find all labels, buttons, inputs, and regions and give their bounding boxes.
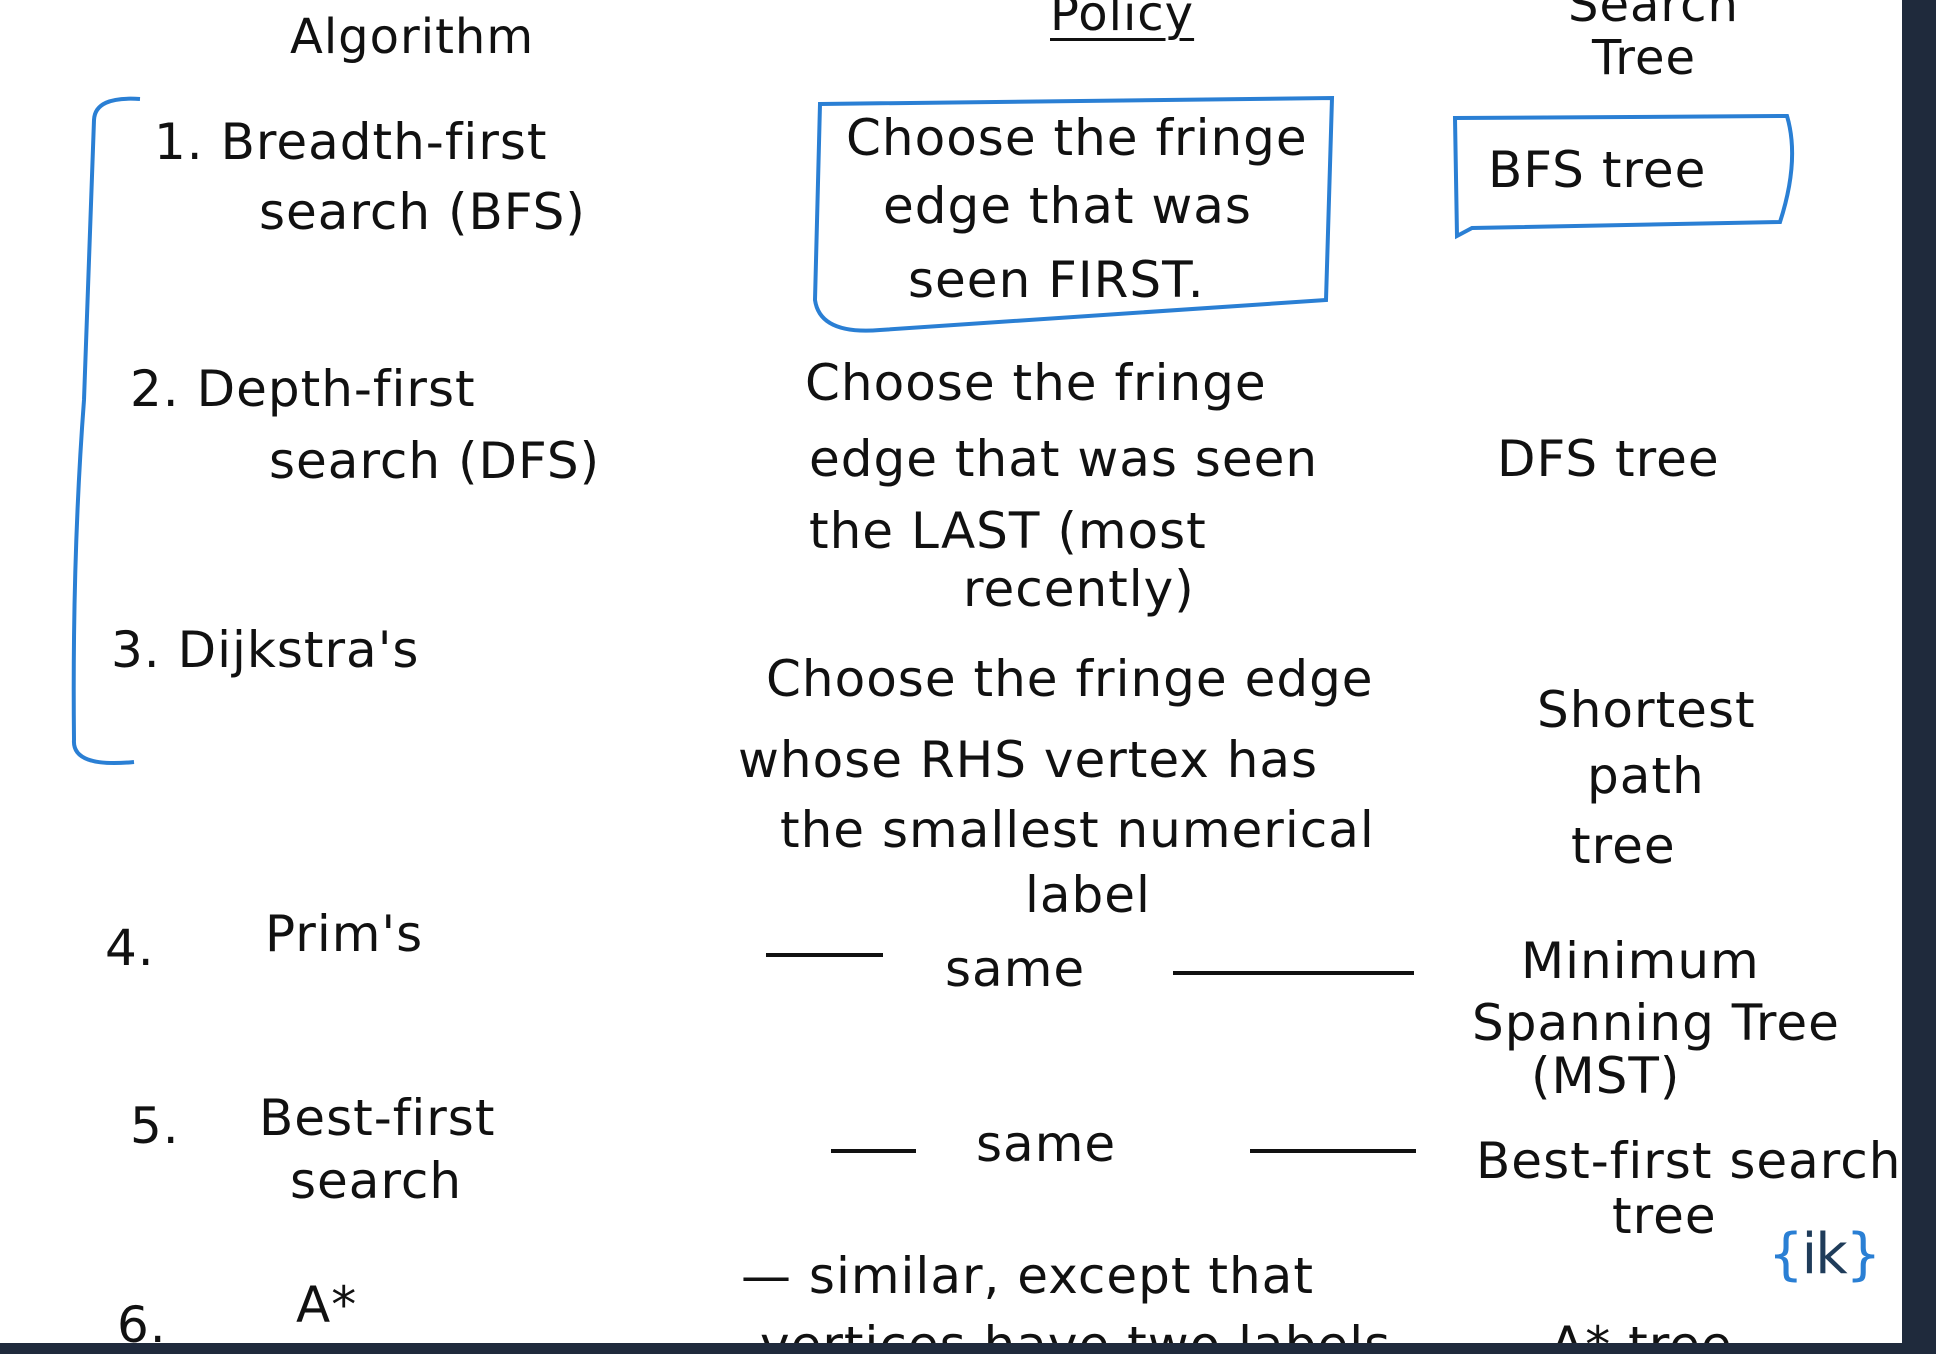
policy-dfs-line1: Choose the fringe — [805, 354, 1267, 412]
policy-bfs-line3: seen FIRST. — [908, 251, 1205, 309]
policy-bfs-line1: Choose the fringe — [846, 109, 1308, 167]
policy-dijkstra-line1: Choose the fringe edge — [766, 650, 1374, 708]
tree-prim-line1: Minimum — [1521, 932, 1760, 990]
policy-dijkstra-line2: whose RHS vertex has — [738, 731, 1319, 789]
header-tree: Tree — [1592, 30, 1697, 86]
policy-dfs-line4: recently) — [963, 560, 1195, 618]
whiteboard: Algorithm Policy Search Tree 1. Breadth-… — [0, 0, 1902, 1343]
algorithm-prim: Prim's — [265, 905, 424, 963]
tree-dijkstra-line3: tree — [1571, 817, 1676, 875]
tree-bestfirst-line1: Best-first search — [1476, 1132, 1902, 1190]
algorithm-astar-number: 6. — [117, 1296, 167, 1343]
policy-astar-line2: vertices have two labels — [760, 1320, 1391, 1343]
header-algorithm: Algorithm — [290, 9, 535, 65]
tree-bfs: BFS tree — [1488, 141, 1707, 199]
algorithm-bfs-line2: search (BFS) — [259, 183, 586, 241]
tree-bestfirst-line2: tree — [1612, 1187, 1717, 1245]
policy-dfs-line3: the LAST (most — [809, 502, 1207, 560]
algorithm-bestfirst-line2: search — [290, 1152, 463, 1210]
tree-dijkstra-line2: path — [1587, 747, 1705, 805]
algorithm-bestfirst-line1: Best-first — [259, 1089, 496, 1147]
policy-dijkstra-line4: label — [1025, 866, 1151, 924]
logo-brace-close: } — [1845, 1222, 1882, 1287]
tree-dfs: DFS tree — [1497, 430, 1720, 488]
header-search: Search — [1568, 0, 1739, 33]
policy-dijkstra-line3: the smallest numerical — [780, 801, 1375, 859]
algorithm-astar: A* — [296, 1276, 358, 1334]
policy-bestfirst: same — [976, 1115, 1117, 1173]
algorithm-dfs-line1: 2. Depth-first — [130, 360, 476, 418]
algorithm-bestfirst-number: 5. — [130, 1097, 180, 1155]
logo-brace-open: { — [1768, 1222, 1804, 1287]
tree-astar: A* tree — [1550, 1320, 1733, 1343]
tree-prim-line2: Spanning Tree — [1472, 994, 1840, 1052]
tree-prim-line3: (MST) — [1531, 1047, 1681, 1105]
header-policy: Policy — [1050, 0, 1195, 42]
logo-text: ik — [1801, 1222, 1848, 1287]
algorithm-dijkstra: 3. Dijkstra's — [111, 621, 420, 679]
policy-astar-line1: — similar, except that — [741, 1247, 1314, 1305]
algorithm-dfs-line2: search (DFS) — [269, 432, 601, 490]
policy-bfs-line2: edge that was — [883, 177, 1252, 235]
policy-prim: same — [945, 940, 1086, 998]
algorithm-prim-number: 4. — [105, 919, 155, 977]
algorithm-bfs-line1: 1. Breadth-first — [154, 113, 548, 171]
tree-dijkstra-line1: Shortest — [1537, 681, 1756, 739]
ik-logo: {ik} — [1768, 1222, 1882, 1287]
policy-dfs-line2: edge that was seen — [809, 430, 1319, 488]
